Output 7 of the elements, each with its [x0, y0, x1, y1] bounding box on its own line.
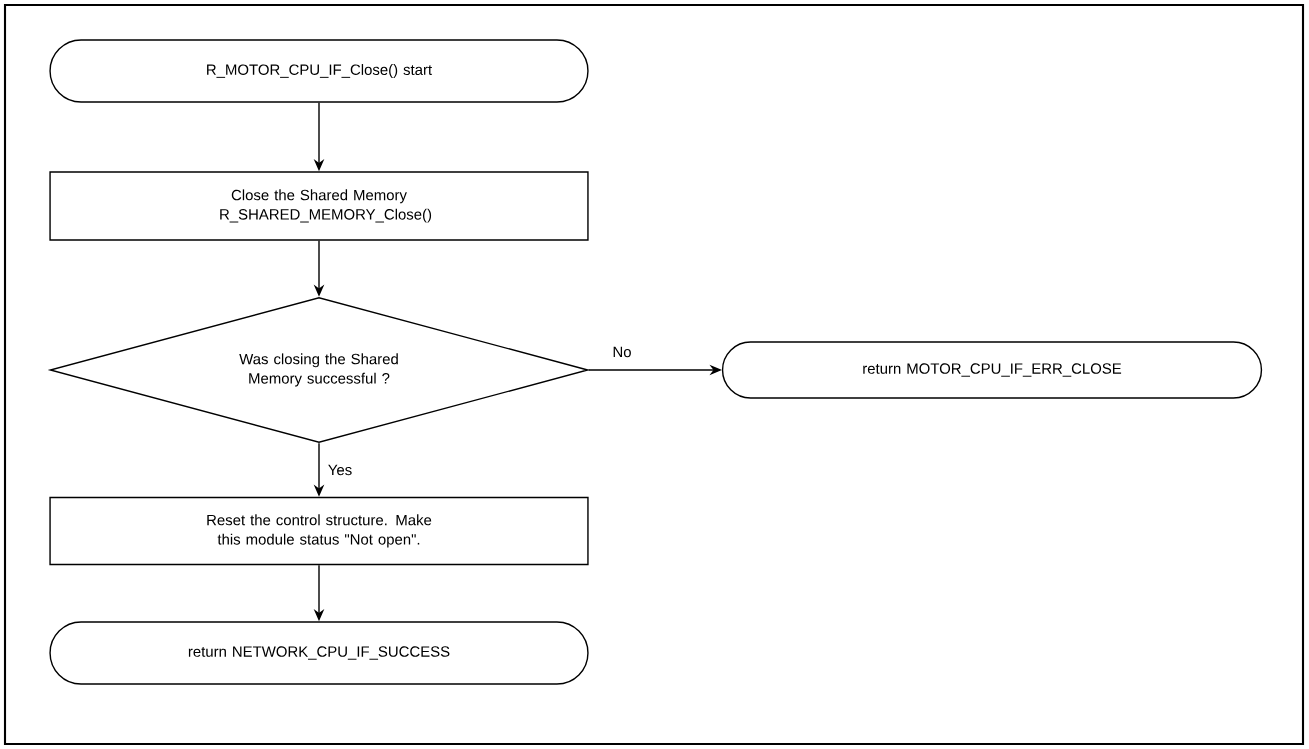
terminal-box: return MOTOR_CPU_IF_ERR_CLOSE — [721, 341, 1263, 399]
edge-label: Yes — [326, 463, 354, 477]
edge-label: No — [610, 345, 634, 359]
process-box: Reset the control structure. Make this module status "Not open". — [49, 496, 589, 566]
terminal-box: return NETWORK_CPU_IF_SUCCESS — [49, 621, 589, 685]
process-box: Close the Shared Memory R_SHARED_MEMORY_Close() — [49, 171, 589, 241]
terminal-box: R_MOTOR_CPU_IF_Close() start — [49, 39, 589, 103]
